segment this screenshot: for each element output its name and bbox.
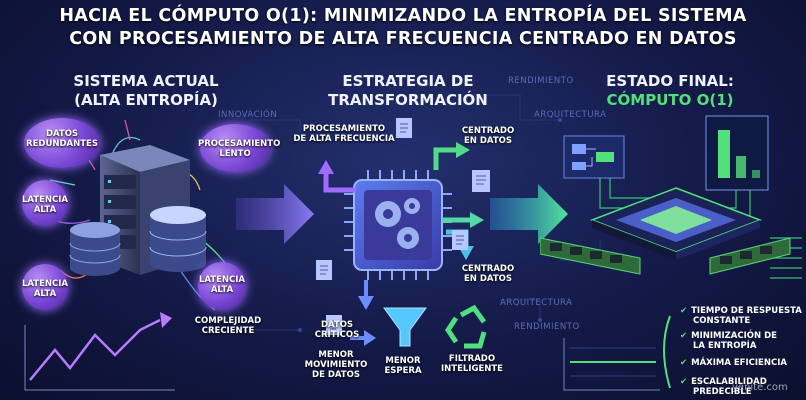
label-complejidad-creciente: COMPLEJIDAD CRECIENTE [190, 316, 266, 336]
constant-performance-chart-icon [563, 338, 660, 391]
database-icon-1 [69, 222, 121, 276]
bubble-procesamiento-lento [200, 124, 270, 172]
benefit-2-line1: MINIMIZACIÓN DE [691, 331, 777, 341]
strategy-arrows [318, 142, 484, 346]
label-latencia-alta-1: LATENCIA ALTA [20, 195, 70, 215]
label-latencia-alta-2-b: ALTA [33, 289, 57, 299]
check-icon: ✔ [680, 358, 688, 368]
label-espera-1: MENOR [385, 356, 421, 366]
memory-module-icon-1 [540, 237, 641, 275]
section-current-line1: SISTEMA ACTUAL [73, 72, 219, 90]
memory-module-icon-2 [709, 237, 791, 275]
label-latencia-alta-3: LATENCIA ALTA [196, 275, 248, 295]
label-datos-redundantes-2: REDUNDANTES [26, 139, 98, 149]
label-latencia-alta-2: LATENCIA ALTA [20, 279, 70, 299]
database-icon-2 [149, 206, 207, 272]
final-state-illustration [540, 115, 802, 391]
section-strategy-line2: TRANSFORMACIÓN [328, 91, 488, 109]
label-centrado-datos-2: CENTRADO EN DATOS [456, 264, 520, 284]
benefit-4: ✔ESCALABILIDAD PREDECIBLE [680, 377, 767, 397]
document-icon-5 [326, 315, 342, 335]
arrow-to-final-icon [490, 184, 568, 244]
label-menor-movimiento: MENOR MOVIMIENTO DE DATOS [298, 350, 374, 380]
label-mov-3: DE DATOS [312, 370, 360, 380]
bubble-latencia-alta-1 [22, 180, 68, 226]
label-centrado-1-a: CENTRADO [461, 126, 515, 136]
optimized-chip-icon [589, 187, 763, 260]
benefit-4-line2: PREDECIBLE [693, 387, 752, 397]
bubble-latencia-alta-3 [198, 262, 246, 310]
label-datos-criticos: DATOS CRÍTICOS [312, 320, 362, 340]
watermark: yenite.com [732, 382, 788, 393]
label-latencia-alta-1-a: LATENCIA [21, 195, 69, 205]
bar-chart-panel-icon [705, 115, 769, 191]
section-final-line2: CÓMPUTO O(1) [606, 91, 734, 109]
label-mov-2: MOVIMIENTO [304, 360, 368, 370]
section-final-heading: ESTADO FINAL: CÓMPUTO O(1) [590, 72, 750, 110]
label-paf-2: DE ALTA FRECUENCIA [293, 134, 395, 144]
label-criticos-2: CRÍTICOS [314, 330, 360, 340]
label-centrado-1-b: EN DATOS [464, 136, 512, 146]
bg-word-rendimiento-bottom: RENDIMIENTO [514, 322, 580, 332]
label-filtrado-inteligente: FILTRADO INTELIGENTE [436, 354, 508, 374]
label-criticos-1: DATOS [320, 320, 354, 330]
label-centrado-2-b: EN DATOS [464, 274, 512, 284]
check-icon: ✔ [680, 331, 688, 341]
bubble-latencia-alta-2 [22, 264, 68, 310]
complexity-chart-icon [24, 312, 175, 391]
title-line-2: CON PROCESAMIENTO DE ALTA FRECUENCIA CEN… [69, 29, 737, 49]
label-paf-1: PROCESAMIENTO [302, 124, 386, 134]
document-icon-4 [452, 230, 468, 250]
section-final-line1: ESTADO FINAL: [606, 72, 734, 90]
label-complejidad-1: COMPLEJIDAD [194, 316, 262, 326]
label-espera-2: ESPERA [384, 366, 422, 376]
document-icon-3 [316, 260, 332, 280]
processor-chip-icon [344, 170, 452, 280]
label-filtrado-1: FILTRADO [448, 354, 496, 364]
bg-word-innovacion: INNOVACIÓN [218, 110, 278, 120]
label-centrado-datos-1: CENTRADO EN DATOS [456, 126, 520, 146]
label-latencia-alta-3-b: ALTA [210, 285, 234, 295]
benefit-1-line2: CONSTANTE [693, 316, 751, 326]
section-current-line2: (ALTA ENTROPÍA) [74, 91, 218, 109]
label-filtrado-2: INTELIGENTE [441, 364, 503, 374]
title-line-1: HACIA EL CÓMPUTO O(1): MINIMIZANDO LA EN… [59, 6, 747, 26]
check-icon: ✔ [680, 377, 688, 387]
benefit-2: ✔MINIMIZACIÓN DE LA ENTROPÍA [680, 331, 777, 351]
check-icon: ✔ [680, 306, 688, 316]
label-datos-redundantes-1: DATOS [45, 129, 79, 139]
funnel-icon [383, 307, 427, 347]
benefit-3: ✔MÁXIMA EFICIENCIA [680, 358, 787, 368]
section-current-heading: SISTEMA ACTUAL (ALTA ENTROPÍA) [66, 72, 226, 110]
architecture-panel-icon [563, 135, 625, 179]
bg-word-rendimiento-top: RENDIMIENTO [508, 76, 574, 86]
benefit-4-line1: ESCALABILIDAD [691, 377, 767, 387]
label-centrado-2-a: CENTRADO [461, 264, 515, 274]
bg-word-arquitectura-top: ARQUITECTURA [534, 110, 607, 120]
label-procesamiento-alta-frecuencia: PROCESAMIENTO DE ALTA FRECUENCIA [292, 124, 396, 144]
label-menor-espera: MENOR ESPERA [378, 356, 428, 376]
benefit-2-line2: LA ENTROPÍA [693, 341, 757, 351]
benefit-1: ✔TIEMPO DE RESPUESTA CONSTANTE [680, 306, 802, 326]
label-latencia-alta-3-a: LATENCIA [198, 275, 246, 285]
section-strategy-heading: ESTRATEGIA DE TRANSFORMACIÓN [328, 72, 488, 110]
benefit-3-line1: MÁXIMA EFICIENCIA [691, 358, 787, 368]
label-procesamiento-lento-2: LENTO [219, 149, 251, 159]
label-latencia-alta-2-a: LATENCIA [21, 279, 69, 289]
label-procesamiento-lento: PROCESAMIENTO LENTO [198, 139, 281, 159]
document-icon-2 [472, 170, 490, 192]
bubble-datos-redundantes [24, 118, 100, 168]
document-icon-1 [396, 118, 412, 138]
recycle-icon [444, 304, 487, 349]
label-mov-1: MENOR [318, 350, 354, 360]
label-latencia-alta-1-b: ALTA [33, 205, 57, 215]
benefit-1-line1: TIEMPO DE RESPUESTA [691, 306, 802, 316]
label-procesamiento-lento-1: PROCESAMIENTO [198, 139, 281, 149]
label-complejidad-2: CRECIENTE [201, 326, 255, 336]
strategy-illustration [316, 118, 490, 349]
label-datos-redundantes: DATOS REDUNDANTES [26, 129, 98, 149]
arrow-to-strategy-icon [236, 184, 314, 244]
section-strategy-line1: ESTRATEGIA DE [342, 72, 474, 90]
bg-word-arquitectura-bottom: ARQUITECTURA [500, 298, 573, 308]
